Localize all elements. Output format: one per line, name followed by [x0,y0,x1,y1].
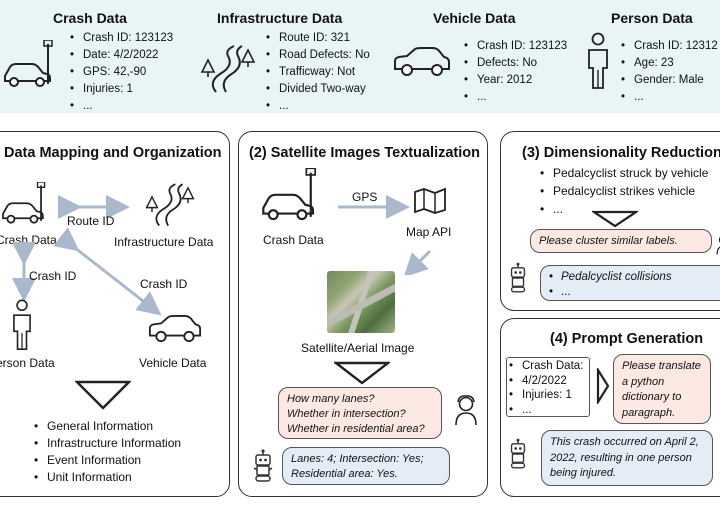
crash-car-icon [2,182,46,224]
list-item: ... [621,89,718,106]
list-item: ... [70,98,173,115]
list-item: Trafficway: Not [266,64,370,81]
bubble-line: Residential area: Yes. [291,468,398,480]
bubble-line: being injured. [550,467,617,479]
person-data-label: Person Data [0,356,55,370]
bubble-line: Please translate [622,360,701,372]
route-id-label: Route ID [67,214,115,228]
crash-id-label: Crash ID [140,277,188,291]
list-item: General Information [34,418,181,435]
label-list: Pedalcyclist struck by vehicle Pedalcycl… [540,164,708,218]
list-item: Road Defects: No [266,47,370,64]
robot-icon [253,449,273,482]
list-item: Defects: No [464,55,567,72]
list-item: ... [509,403,583,418]
vehicle-car-icon [394,47,450,76]
map-api-label: Map API [406,225,452,239]
list-item: 4/2/2022 [509,374,583,389]
crash-data-list: Crash ID: 123123 Date: 4/2/2022 GPS: 42,… [70,30,173,115]
bubble-line: Pedalcyclist collisions [561,271,672,283]
dictionary-list: Crash Data: 4/2/2022 Injuries: 1 ... [509,359,583,417]
answer-bubble: Lanes: 4; Intersection: Yes; Residential… [282,447,450,485]
crash-id-label: Crash ID [29,269,77,283]
vehicle-data-title: Vehicle Data [433,10,516,26]
list-item: Unit Information [34,469,181,486]
map-icon [414,187,446,214]
bubble-line: •... [549,286,571,298]
flow-arrows [338,195,432,275]
right-arrow-icon [596,368,610,404]
road-trees-icon [200,45,256,93]
list-item: Route ID: 321 [266,30,370,47]
list-item: ... [464,89,567,106]
cluster-result-bubble: •Pedalcyclist collisions •... [540,265,720,301]
bubble-line: Whether in intersection? [287,408,406,420]
question-bubble: How many lanes? Whether in intersection?… [278,387,442,439]
list-item: Crash ID: 12312 [621,38,718,55]
bubble-line: ... [561,286,571,298]
satellite-image [327,271,395,333]
bubble-line: a python [622,375,665,388]
user-avatar-icon [716,236,720,255]
person-data-list: Crash ID: 12312 Age: 23 Gender: Male ... [621,38,718,106]
bubble-line: dictionary to [622,391,682,403]
bubble-line: How many lanes? [287,393,375,405]
list-item: Event Information [34,452,181,469]
mapping-arrows [12,195,162,316]
cluster-prompt-bubble: Please cluster similar labels. [530,229,712,253]
list-item: Date: 4/2/2022 [70,47,173,64]
list-item: Infrastructure Information [34,435,181,452]
panel-1-title: Data Mapping and Organization [4,145,222,161]
infrastructure-data-list: Route ID: 321 Road Defects: No Trafficwa… [266,30,370,115]
bubble-line: 2022, resulting in one person [550,451,692,464]
list-item: Injuries: 1 [509,388,583,403]
robot-icon [510,438,526,469]
list-item: Age: 23 [621,55,718,72]
crash-data-title: Crash Data [53,10,127,26]
infrastructure-data-title: Infrastructure Data [217,10,343,26]
crash-car-icon [262,168,316,221]
vehicle-car-icon [148,315,202,343]
translate-prompt-bubble: Please translate a python dictionary to … [613,354,711,424]
list-item: GPS: 42,-90 [70,64,173,81]
road-trees-icon [145,183,195,227]
bubble-line: Whether in residential area? [287,423,425,435]
panel-2-title: (2) Satellite Images Textualization [249,145,480,161]
down-arrow-icon [75,380,131,410]
bubble-line: Lanes: 4; Intersection: Yes; [291,453,424,465]
person-data-title: Person Data [611,10,693,26]
panel-4-title: (4) Prompt Generation [550,331,704,347]
crash-car-icon [4,40,53,87]
satellite-image-label: Satellite/Aerial Image [301,341,415,355]
bubble-line: This crash occurred on April 2, [550,436,699,448]
user-avatar-icon [455,395,477,426]
list-item: Gender: Male [621,72,718,89]
gps-label: GPS [352,190,378,204]
list-item: Year: 2012 [464,72,567,89]
crash-data-label: Crash Data [263,233,324,247]
down-arrow-icon [334,361,390,385]
output-info-list: General Information Infrastructure Infor… [34,418,181,486]
bubble-line: paragraph. [622,406,676,419]
list-item: Crash ID: 123123 [464,38,567,55]
list-item: Pedalcyclist strikes vehicle [540,182,708,200]
python-dictionary-box: Crash Data: 4/2/2022 Injuries: 1 ... [506,357,590,417]
vehicle-data-label: Vehicle Data [139,356,207,370]
list-item: Pedalcyclist struck by vehicle [540,164,708,182]
list-item: Injuries: 1 [70,81,173,98]
robot-icon [510,262,526,293]
bubble-line: Please cluster similar labels. [539,235,678,247]
list-item: Divided Two-way [266,81,370,98]
person-icon [588,32,608,89]
bubble-line: •Pedalcyclist collisions [549,271,672,283]
list-item: Crash Data: [509,359,583,374]
list-item: ... [540,200,708,218]
down-arrow-icon [592,210,638,228]
panel-3-title: (3) Dimensionality Reduction [522,145,720,161]
list-item: Crash ID: 123123 [70,30,173,47]
list-item: ... [266,98,370,115]
person-icon [13,299,31,351]
paragraph-result-bubble: This crash occurred on April 2, 2022, re… [541,430,713,486]
vehicle-data-list: Crash ID: 123123 Defects: No Year: 2012 … [464,38,567,106]
